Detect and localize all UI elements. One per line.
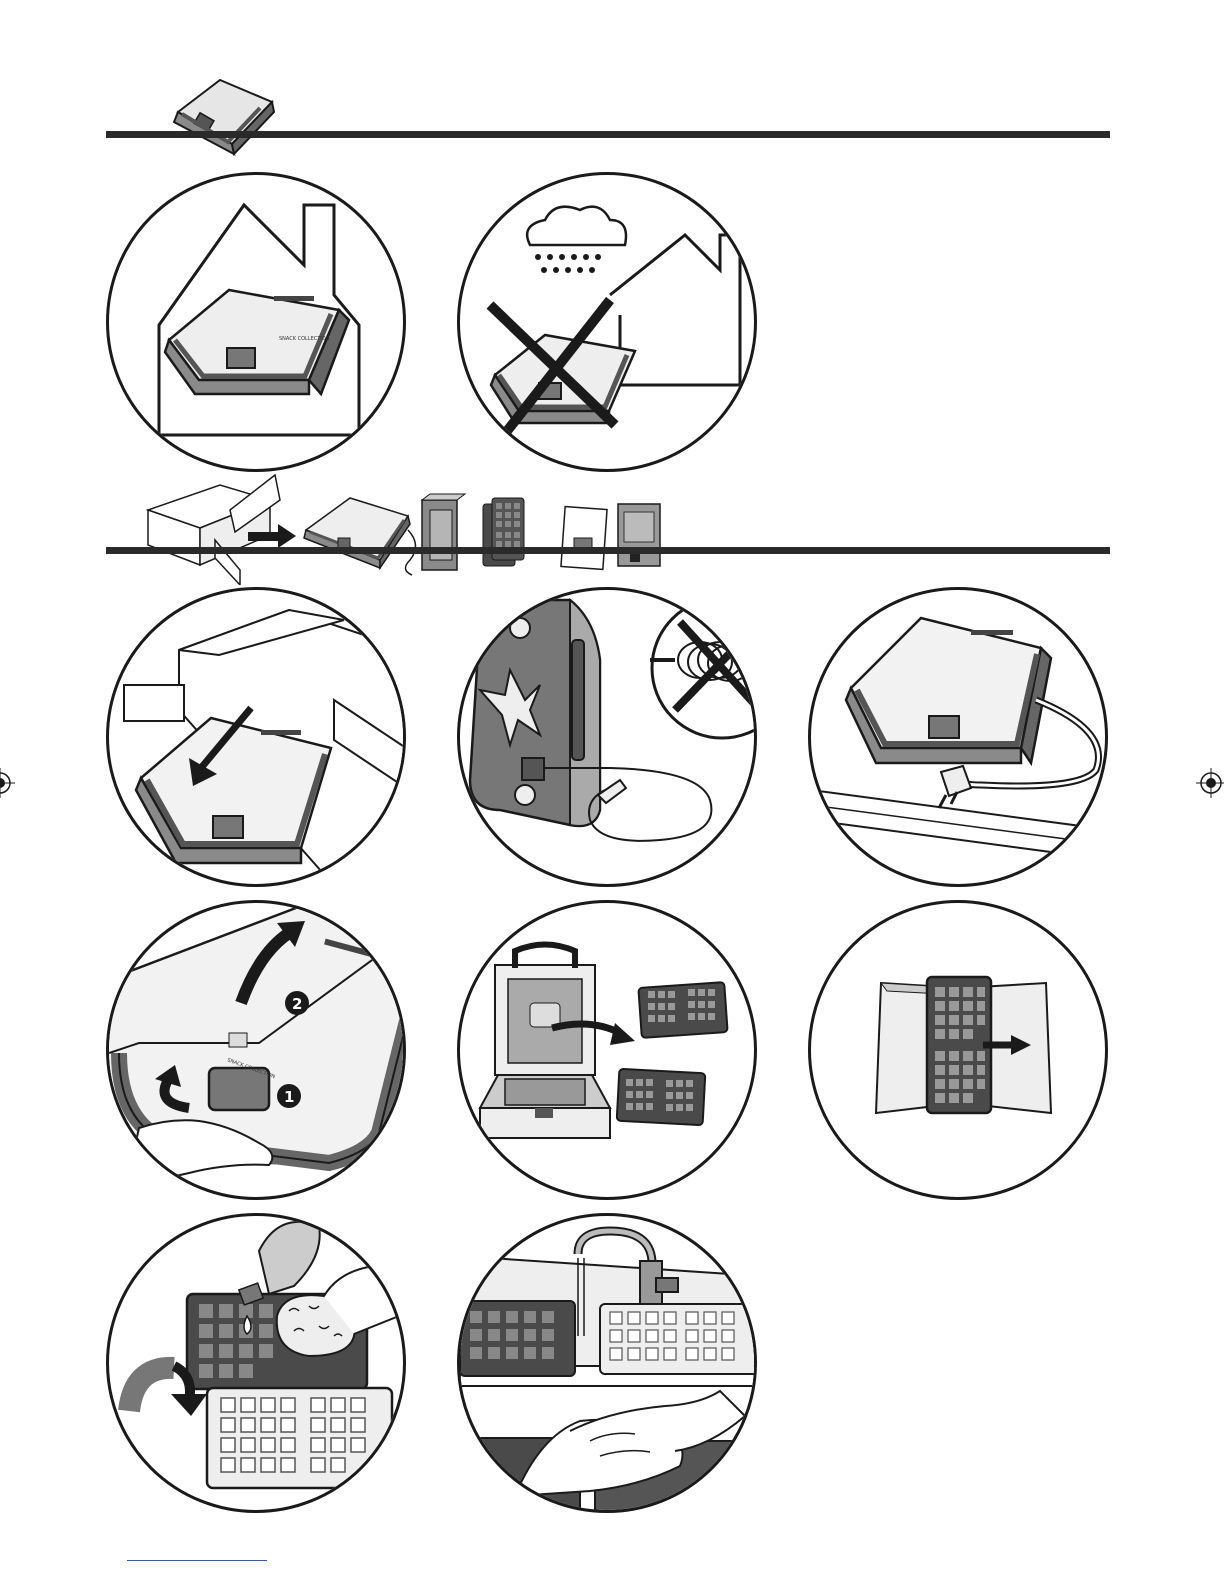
- registration-mark-left: [0, 768, 15, 798]
- rain-drops-icon: [535, 254, 601, 273]
- footer-rule: [127, 1560, 267, 1561]
- panel-no-outdoor-use: [457, 172, 757, 472]
- panel-remove-from-box: [106, 587, 406, 887]
- step-number-2: 2: [292, 995, 302, 1013]
- panel-store-plates: [808, 900, 1108, 1200]
- panel-indoor-use: SNACK COLLECTION: [106, 172, 406, 472]
- panel-clean-plates: [106, 1213, 406, 1513]
- panel-place-and-plug: [808, 587, 1108, 887]
- section-rule-middle: [106, 547, 1110, 554]
- header-waffle-maker-icon: [160, 72, 275, 157]
- registration-mark-right: [1196, 768, 1224, 798]
- box-contents-strip: [140, 470, 680, 585]
- panel-open-lid: SNACK COLLECTION 2 1: [106, 900, 406, 1200]
- panel-cord-storage: [457, 587, 757, 887]
- cloud-icon: [527, 207, 626, 245]
- plug-icon: [939, 766, 971, 808]
- brand-label: SNACK COLLECTION: [279, 336, 330, 342]
- panel-rinse-and-dry: [457, 1213, 757, 1513]
- panel-remove-plates: [457, 900, 757, 1200]
- waffle-plates-icon: [483, 498, 524, 566]
- step-number-1: 1: [284, 1088, 294, 1106]
- section-rule-top: [106, 131, 1110, 138]
